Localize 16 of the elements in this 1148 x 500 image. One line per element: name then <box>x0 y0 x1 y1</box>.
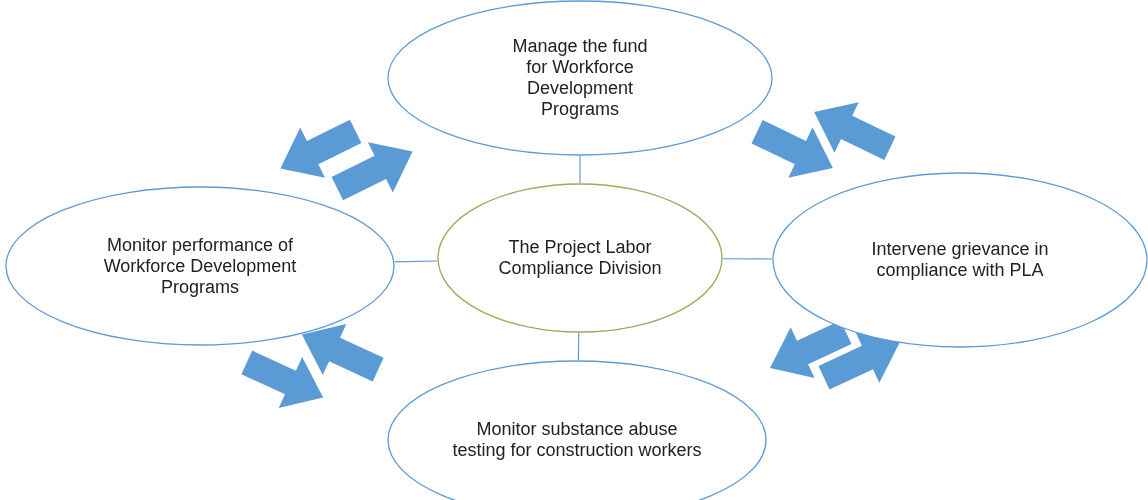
block-arrow <box>241 350 324 408</box>
node-text: Manage the fund for Workforce Development Programs <box>511 36 649 120</box>
block-arrow <box>331 142 413 201</box>
node-text: Monitor substance abuse testing for construction workers <box>452 419 702 461</box>
block-arrow <box>814 102 896 160</box>
block-arrow <box>280 119 362 178</box>
block-arrow <box>751 120 833 178</box>
node-text: Monitor performance of Workforce Development Programs <box>102 234 298 298</box>
connector-line <box>577 332 580 361</box>
connector-line <box>722 258 773 260</box>
connector-line <box>394 260 438 263</box>
node-text: Intervene grievance in compliance with PLA <box>870 239 1050 281</box>
block-arrow <box>301 324 384 382</box>
block-arrow <box>818 332 900 390</box>
connector-line <box>579 155 581 184</box>
node-text: The Project Labor Compliance Division <box>497 237 663 279</box>
